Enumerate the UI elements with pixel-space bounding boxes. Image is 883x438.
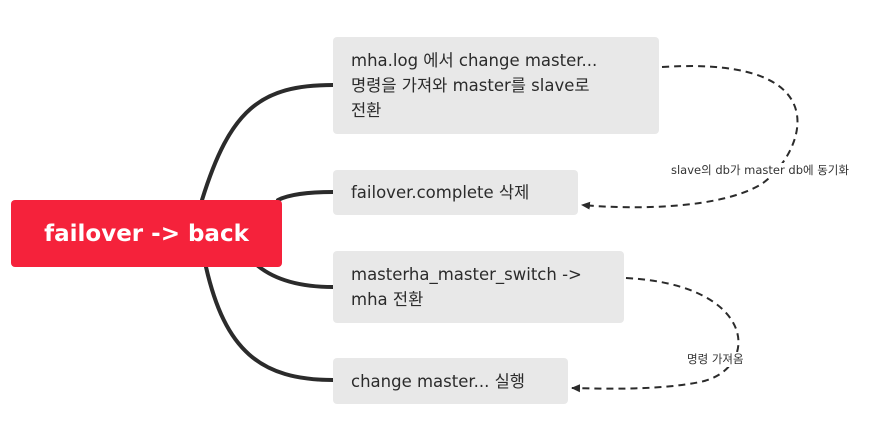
relationship-arrow-1 xyxy=(581,65,799,210)
topic-line: change master... 실행 xyxy=(351,371,525,391)
root-topic[interactable]: failover -> back xyxy=(11,200,282,267)
topic-change-master-run[interactable]: change master... 실행 xyxy=(333,358,568,404)
topic-mha-log-change-master[interactable]: mha.log 에서 change master... 명령을 가져와 mast… xyxy=(333,37,659,134)
connector-root-node4 xyxy=(204,265,335,382)
topic-line: 명령을 가져와 master를 slave로 xyxy=(351,76,590,95)
topic-line: failover.complete 삭제 xyxy=(351,183,530,202)
relationship-label-fetch-command[interactable]: 명령 가져옴 xyxy=(685,352,746,367)
relationship-label-sync[interactable]: slave의 db가 master db에 동기화 xyxy=(669,163,851,178)
root-topic-label: failover -> back xyxy=(44,220,249,247)
topic-failover-complete-delete[interactable]: failover.complete 삭제 xyxy=(333,170,578,215)
topic-line: mha 전환 xyxy=(351,290,424,309)
relationship-arrow-2 xyxy=(571,277,740,393)
topic-line: masterha_master_switch -> xyxy=(351,265,582,284)
topic-masterha-master-switch[interactable]: masterha_master_switch -> mha 전환 xyxy=(333,251,624,323)
connector-root-node3 xyxy=(256,264,335,289)
connector-root-node2 xyxy=(276,190,335,202)
topic-line: 전환 xyxy=(351,101,382,120)
topic-line: mha.log 에서 change master... xyxy=(351,51,598,70)
connector-root-node1 xyxy=(200,83,335,202)
